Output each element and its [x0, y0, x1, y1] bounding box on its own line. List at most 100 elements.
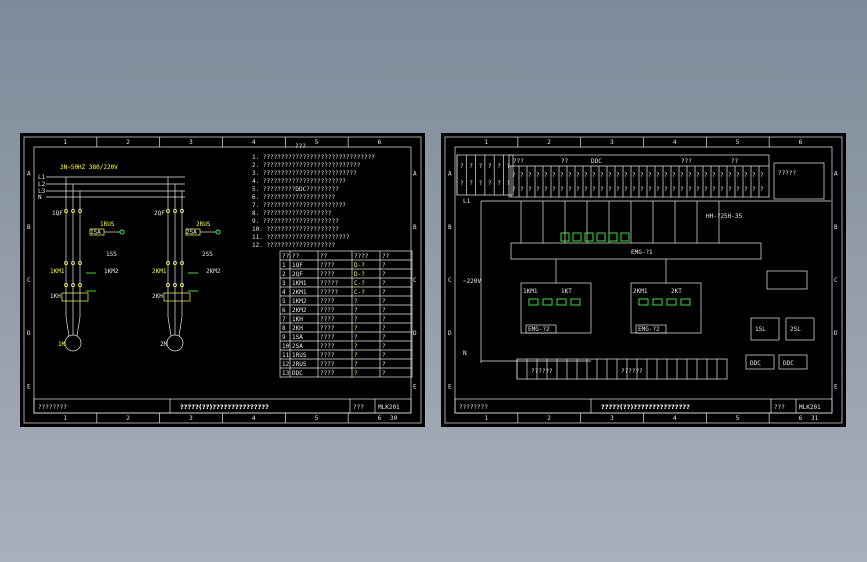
terminal-mark: ?: [568, 172, 572, 179]
table-cell: ?: [354, 298, 358, 305]
terminal-mark: ?: [656, 186, 660, 193]
grid-col-label: 3: [610, 139, 614, 146]
title-field: ???: [774, 404, 785, 411]
terminal-mark: ?: [616, 186, 620, 193]
level-switch-box: [785, 317, 815, 341]
table-cell: D-?: [354, 262, 365, 269]
relay-contact: [620, 232, 630, 242]
terminal-mark: ?: [544, 172, 548, 179]
terminal-mark: ?: [507, 180, 511, 187]
title-field: ????????: [459, 404, 488, 411]
component-label: 2KM1: [152, 268, 167, 275]
terminal-mark: ?: [507, 163, 511, 170]
grid-col-label: 2: [126, 415, 130, 422]
terminal-mark: ?: [497, 180, 501, 187]
contactor-contact: [180, 283, 184, 287]
breaker-contact: [166, 209, 170, 213]
ddc-module: [745, 354, 775, 370]
table-cell: ????: [320, 343, 335, 350]
grid-row-label: E: [834, 383, 838, 390]
component-label: 1KH: [50, 293, 61, 300]
table-cell: ?: [382, 262, 386, 269]
table-cell: ?: [354, 343, 358, 350]
grid-row-label: E: [448, 383, 452, 390]
terminal-mark: ?: [720, 186, 724, 193]
terminal-mark: ?: [497, 163, 501, 170]
terminal-mark: ?: [544, 186, 548, 193]
table-cell: ?: [354, 307, 358, 314]
table-header-cell: ??: [320, 253, 328, 260]
table-cell: ?: [354, 370, 358, 377]
table-cell: 9: [282, 334, 286, 341]
grid-col-label: 3: [189, 415, 193, 422]
drawing-title: ?????(??)???????????????: [601, 403, 690, 411]
table-header-cell: ??: [292, 253, 300, 260]
notes-header: ???: [295, 143, 306, 150]
grid-col-label: 4: [673, 415, 677, 422]
relay-contact: [584, 232, 594, 242]
terminal-mark: ?: [584, 186, 588, 193]
terminal-mark: ?: [720, 172, 724, 179]
terminal-mark: ?: [744, 172, 748, 179]
table-cell: ????: [320, 316, 335, 323]
terminal-mark: ?: [672, 172, 676, 179]
thermal-relay: [163, 292, 191, 302]
grid-row-label: B: [834, 224, 838, 231]
table-cell: 2: [282, 271, 286, 278]
terminal-mark: ?: [736, 186, 740, 193]
table-cell: 3: [282, 280, 286, 287]
table-cell: ?: [382, 289, 386, 296]
terminal-mark: ?: [460, 163, 464, 170]
contactor-contact: [71, 261, 75, 265]
table-cell: ????: [320, 298, 335, 305]
component-label: 2KH: [152, 293, 163, 300]
contactor-contact: [78, 283, 82, 287]
terminal-mark: ?: [760, 172, 764, 179]
component-label: 1RUS: [100, 221, 115, 228]
table-cell: C-?: [354, 280, 365, 287]
grid-col-label: 1: [484, 139, 488, 146]
wire: [65, 316, 70, 337]
table-cell: 4: [282, 289, 286, 296]
terminal-mark: ?: [680, 186, 684, 193]
controller-block: [525, 324, 557, 334]
table-cell: ?: [382, 370, 386, 377]
terminal-mark: ?: [479, 163, 483, 170]
note-line: 8. ???????????????????: [252, 210, 332, 217]
contact-symbol: [652, 298, 663, 306]
drawing-title: ?????(??)???????????????: [180, 403, 269, 411]
component-label: 1SS: [106, 251, 117, 258]
component-label: 2SS: [202, 251, 213, 258]
grid-col-label: 4: [673, 139, 677, 146]
terminal-mark: ?: [640, 172, 644, 179]
component-label: 1KM1: [523, 288, 538, 295]
grid-col-label: 1: [63, 415, 67, 422]
breaker-contact: [64, 209, 68, 213]
breaker-contact: [173, 209, 177, 213]
grid-col-label: 3: [610, 415, 614, 422]
table-cell: 2SA: [292, 343, 303, 350]
grid-col-label: 6: [799, 415, 803, 422]
terminal-mark: ?: [460, 180, 464, 187]
terminal-mark: ?: [704, 172, 708, 179]
component-label: HH-?25H-35: [706, 213, 743, 220]
breaker-label: 1QF: [52, 210, 63, 217]
table-cell: ?: [382, 325, 386, 332]
terminal-mark: ?: [648, 186, 652, 193]
component-label: 1SL: [755, 326, 766, 333]
component-label: 2SA: [186, 229, 197, 236]
note-line: 3. ??????????????????????????: [252, 170, 357, 177]
terminal-mark: ?: [488, 163, 492, 170]
grid-row-label: D: [834, 330, 838, 337]
strip-header: ???: [513, 158, 524, 165]
table-cell: 10: [282, 343, 290, 350]
ddc-module: [778, 354, 808, 370]
contact-symbol: [680, 298, 691, 306]
terminal-mark: ?: [616, 172, 620, 179]
grid-col-label: 1: [484, 415, 488, 422]
supply-label: 3N~50HZ 380/220V: [60, 164, 118, 171]
grid-col-label: 6: [799, 139, 803, 146]
ddc-label: DDC: [783, 360, 794, 367]
